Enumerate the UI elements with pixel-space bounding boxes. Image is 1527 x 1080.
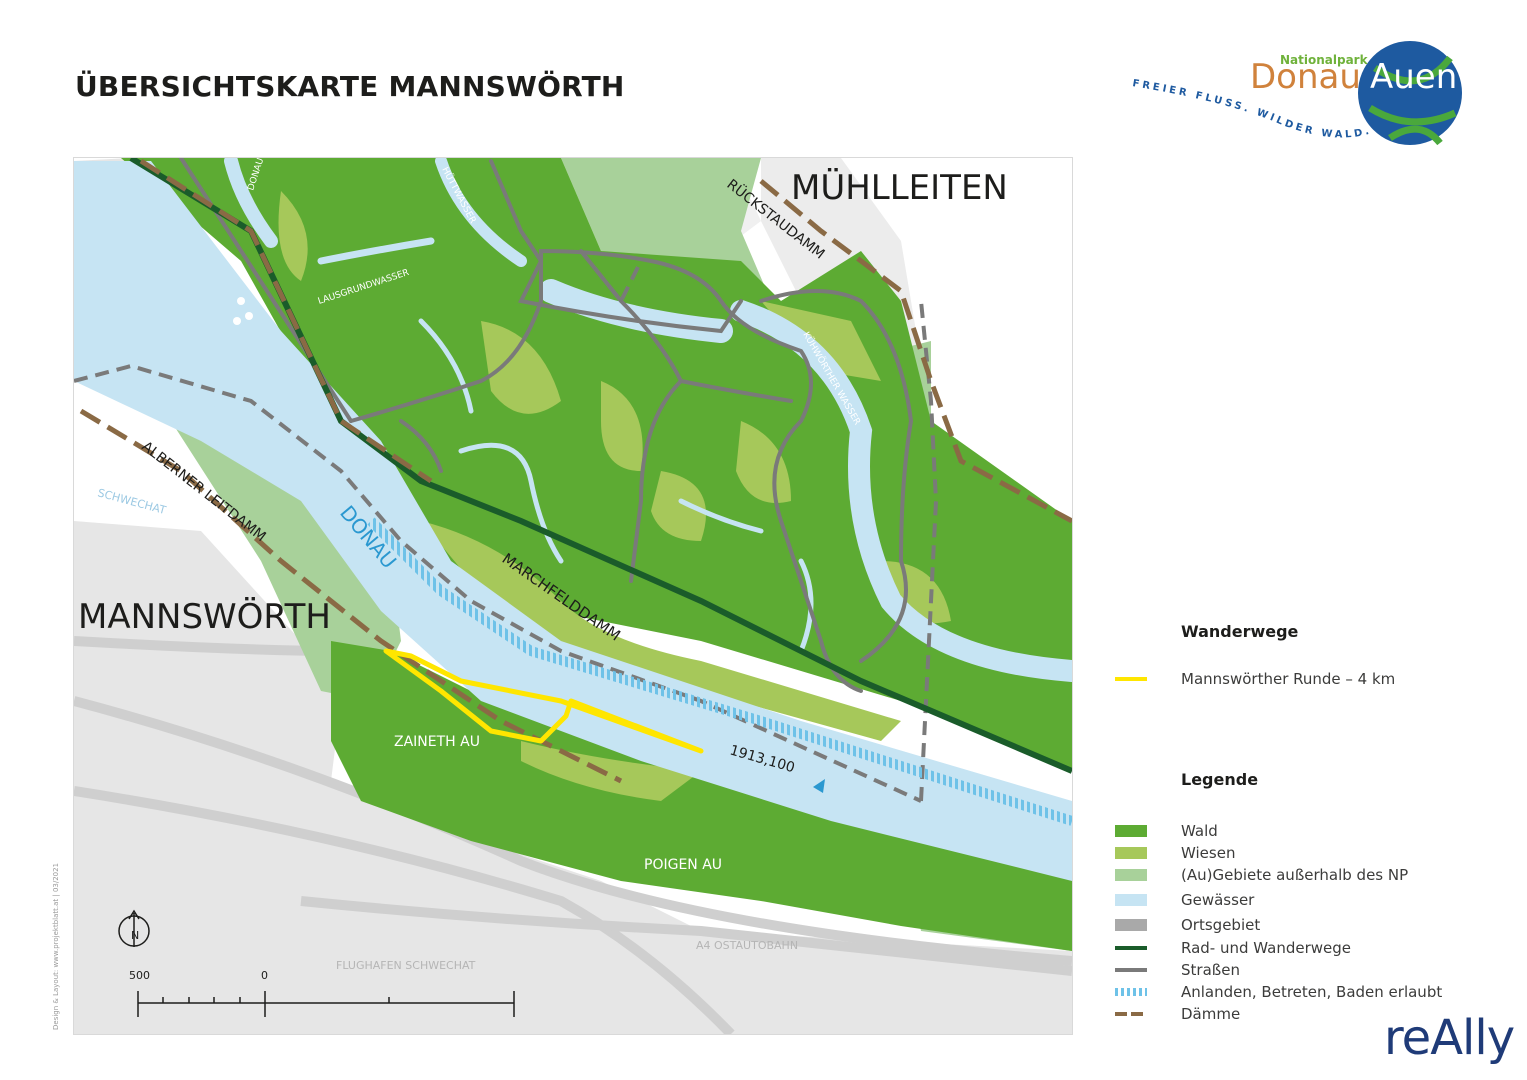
brand-logo: reAlly xyxy=(1384,1010,1515,1066)
label-zaineth-au: ZAINETH AU xyxy=(394,734,480,750)
daemme-swatch-icon xyxy=(1115,1012,1147,1016)
legend-label: Wald xyxy=(1181,822,1218,840)
legend-item-wiesen: Wiesen xyxy=(1115,842,1235,864)
yellow-line-swatch-icon xyxy=(1115,677,1147,681)
wiesen-swatch-icon xyxy=(1115,847,1147,859)
logo-donau: Donau xyxy=(1250,57,1361,97)
legend-label: Ortsgebiet xyxy=(1181,916,1261,934)
nationalpark-logo: Nationalpark Donau Auen FREIER FLUSS. WI… xyxy=(1132,41,1462,146)
legend-label: Anlanden, Betreten, Baden erlaubt xyxy=(1181,983,1443,1001)
legend-item-anlanden: Anlanden, Betreten, Baden erlaubt xyxy=(1115,981,1442,1003)
wald-swatch-icon xyxy=(1115,825,1147,837)
town-dots xyxy=(233,297,253,325)
augebiete-swatch-icon xyxy=(1115,869,1147,881)
legend-label: Straßen xyxy=(1181,961,1240,979)
legende-heading: Legende xyxy=(1181,770,1259,789)
gewaesser xyxy=(224,158,1072,682)
km-marker-icon xyxy=(813,779,825,793)
daemme xyxy=(79,158,1072,784)
credit-text: Design & Layout: www.projektblatt.at | 0… xyxy=(52,862,60,1030)
wanderwege-item-label: Mannswörther Runde – 4 km xyxy=(1181,670,1396,688)
ortsgebiet-swatch-icon xyxy=(1115,919,1147,931)
legend-label: Dämme xyxy=(1181,1005,1241,1023)
logo-auen: Auen xyxy=(1370,57,1457,97)
wanderwege-item: Mannswörther Runde – 4 km xyxy=(1115,668,1395,690)
label-poigen-au: POIGEN AU xyxy=(644,857,722,873)
town-roads xyxy=(74,636,1072,1034)
legend-item-gewaesser: Gewässer xyxy=(1115,889,1254,911)
legend-item-wald: Wald xyxy=(1115,820,1218,842)
mannswoerther-runde-route xyxy=(383,648,704,754)
wald xyxy=(121,158,1072,951)
logo-nationalpark: Nationalpark xyxy=(1280,53,1369,67)
scale-left-label: 500 xyxy=(129,969,150,982)
legend-item-radwege: Rad- und Wanderwege xyxy=(1115,937,1351,959)
north-arrow-icon: N xyxy=(118,909,150,947)
label-mannswoerth: MANNSWÖRTH xyxy=(78,596,331,637)
donau-side-arm xyxy=(74,231,301,441)
scale-zero-label: 0 xyxy=(261,969,268,982)
map[interactable]: FLUGHAFEN SCHWECHAT A4 OSTAUTOBAHN xyxy=(73,157,1073,1035)
map-canvas[interactable]: FLUGHAFEN SCHWECHAT A4 OSTAUTOBAHN xyxy=(74,158,1072,1034)
donau-river xyxy=(74,161,1072,881)
label-a4: A4 OSTAUTOBAHN xyxy=(696,939,798,952)
legend-label: Wiesen xyxy=(1181,844,1236,862)
baden-erlaubt-zone xyxy=(367,517,1072,826)
legend-label: Gewässer xyxy=(1181,891,1255,909)
anlanden-swatch-icon xyxy=(1115,988,1147,996)
radwege-swatch-icon xyxy=(1115,946,1147,950)
legend-item-ortsgebiet: Ortsgebiet xyxy=(1115,914,1260,936)
gewaesser-swatch-icon xyxy=(1115,894,1147,906)
legend-item-strassen: Straßen xyxy=(1115,959,1240,981)
legend-item-daemme: Dämme xyxy=(1115,1003,1240,1025)
label-muehlleiten: MÜHLLEITEN xyxy=(791,167,1008,208)
wanderwege-heading: Wanderwege xyxy=(1181,622,1299,641)
legend-label: (Au)Gebiete außerhalb des NP xyxy=(1181,866,1409,884)
page-title: ÜBERSICHTSKARTE MANNSWÖRTH xyxy=(75,70,625,103)
scale-bar xyxy=(137,991,515,1017)
legend-item-augebiete: (Au)Gebiete außerhalb des NP xyxy=(1115,864,1408,886)
legend-label: Rad- und Wanderwege xyxy=(1181,939,1352,957)
svg-text:N: N xyxy=(131,929,139,942)
label-flughafen: FLUGHAFEN SCHWECHAT xyxy=(336,959,476,972)
strassen-swatch-icon xyxy=(1115,968,1147,972)
